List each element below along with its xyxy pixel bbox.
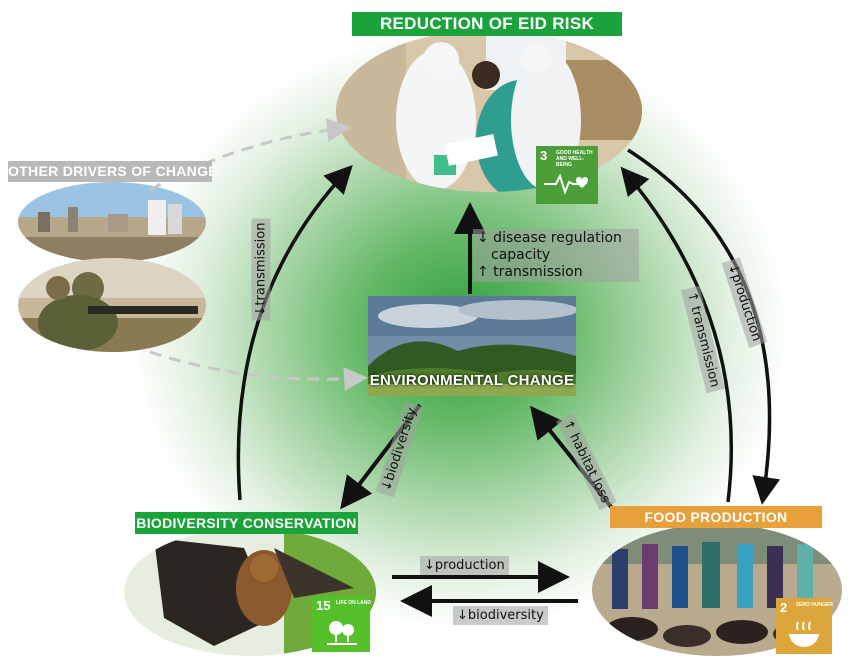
landscape-photo [368,296,576,396]
sdg15-badge: 15 LIFE ON LAND [312,596,371,652]
dashed-arrow-to-env [149,350,368,392]
tree-icon [327,621,357,645]
sdg3-number: 3 [540,148,548,163]
food-bowl-icon [789,621,819,647]
arrow-food-to-eid [620,166,734,503]
soldier-photo [18,258,206,352]
sdg15-text: LIFE ON LAND [336,600,371,606]
node-biodiversity-conservation: BIODIVERSITY CONSERVATION [135,512,358,534]
node-other-drivers: OTHER DRIVERS OF CHANGE [8,161,218,182]
eid-photo [336,30,642,192]
city-photo [18,182,206,262]
sdg2-badge: 2 ZERO HUNGER [776,598,833,654]
node-food-production: FOOD PRODUCTION [610,506,822,528]
sdg2-text: ZERO HUNGER [796,602,833,608]
node-eid-risk: REDUCTION OF EID RISK [352,12,622,36]
label-bio-to-food: ↓production [420,556,509,575]
sdg15-number: 15 [316,598,331,613]
sdg3-text: GOOD HEALTH AND WELL-BEING [556,150,593,168]
sdg3-badge: 3 GOOD HEALTH AND WELL-BEING [536,146,598,204]
label-env-to-eid-line1: ↓ disease regulation [477,230,622,246]
label-bio-to-eid: ↓transmission [251,218,271,321]
label-env-to-eid-line3: ↑ transmission [477,264,583,280]
label-env-to-eid: ↓ disease regulation capacity ↑ transmis… [473,229,639,282]
heartbeat-icon [544,173,588,195]
node-environmental-change: ENVIRONMENTAL CHANGE [369,372,575,389]
label-food-to-bio: ↓biodiversity [453,606,548,625]
label-env-to-eid-line2: capacity [491,247,551,263]
market-photo [592,524,842,656]
bat-photo [124,528,376,656]
sdg2-number: 2 [780,600,788,615]
